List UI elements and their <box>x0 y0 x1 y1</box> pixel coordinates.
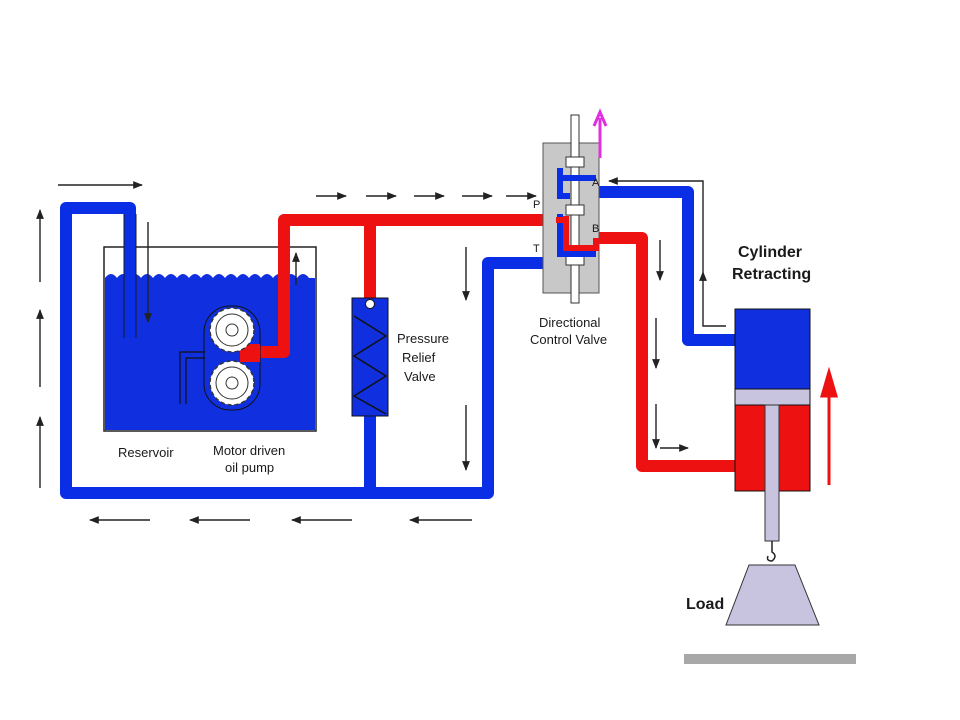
spool-up-arrow-icon <box>592 108 608 158</box>
dcv-label-line1: Directional <box>539 315 601 330</box>
spring-icon <box>352 315 388 415</box>
relief-label-line3: Valve <box>404 369 436 384</box>
port-t-label: T <box>533 243 540 255</box>
pump-label-line1: Motor driven <box>213 443 285 458</box>
reservoir-label: Reservoir <box>118 445 174 460</box>
pressure-relief-valve <box>351 297 389 417</box>
flow-arrows <box>36 177 707 524</box>
dcv-label-line2: Control Valve <box>530 332 607 347</box>
gear-icon <box>209 307 255 353</box>
pressure-line <box>250 214 548 358</box>
pump-label-line2: oil pump <box>225 460 274 475</box>
cylinder-label-line2: Retracting <box>732 266 811 283</box>
load-weight <box>684 564 856 664</box>
hydraulic-cylinder <box>734 308 838 562</box>
cylinder-label-line1: Cylinder <box>738 244 802 261</box>
motor-driven-pump <box>179 305 261 411</box>
retract-up-arrow-icon <box>820 366 838 485</box>
port-p-label: P <box>533 199 540 211</box>
relief-label-line2: Relief <box>402 350 436 365</box>
cylinder-a-line <box>588 186 736 346</box>
relief-label-line1: Pressure <box>397 331 449 346</box>
hook-icon <box>766 541 776 562</box>
port-b-label: B <box>592 223 599 235</box>
directional-control-valve: P T A B <box>533 108 608 304</box>
cylinder-b-line <box>588 232 736 472</box>
port-a-label: A <box>592 177 600 189</box>
gear-icon <box>209 360 255 406</box>
load-label: Load <box>686 596 724 613</box>
